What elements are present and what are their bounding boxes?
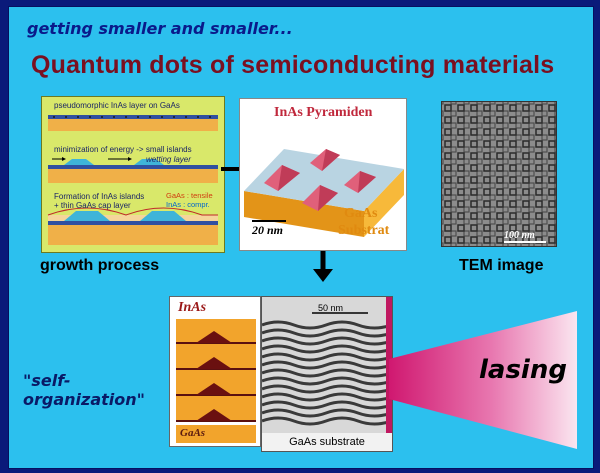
pyramid-title: InAs Pyramiden bbox=[274, 105, 373, 120]
growth-process-panel: pseudomorphic InAs layer on GaAs minimiz… bbox=[41, 96, 225, 253]
stacked-dots-panel: InAs GaAs bbox=[169, 296, 261, 447]
subtitle: getting smaller and smaller... bbox=[27, 19, 293, 38]
substrate-label: GaAs bbox=[344, 206, 378, 221]
lasing-label: lasing bbox=[479, 355, 567, 385]
tem-dots bbox=[442, 102, 556, 246]
tem-image: 100 nm bbox=[441, 101, 557, 247]
stacked-dots-illustration bbox=[176, 319, 256, 443]
page-title: Quantum dots of semiconducting materials bbox=[31, 51, 555, 79]
stack-gaas-label: GaAs bbox=[180, 427, 206, 439]
growth-illustration bbox=[47, 115, 218, 245]
self-organization-label: "self- organization" bbox=[23, 371, 145, 409]
laser-beam bbox=[389, 311, 577, 449]
growth-step1-label: pseudomorphic InAs layer on GaAs bbox=[54, 101, 180, 110]
cross-section-scale-label: 50 nm bbox=[318, 303, 344, 313]
cross-section-image: 50 nm GaAs substrate bbox=[261, 296, 393, 452]
growth-step3b-label: + thin GaAs cap layer bbox=[54, 201, 131, 210]
growth-process-caption: growth process bbox=[40, 257, 160, 274]
compression-label: InAs : compr. bbox=[166, 200, 210, 209]
growth-step2-label: minimization of energy -> small islands bbox=[54, 145, 192, 154]
wetting-layer-label: wetting layer bbox=[146, 155, 191, 164]
arrow-down-icon bbox=[313, 249, 333, 282]
slide: getting smaller and smaller... Quantum d… bbox=[8, 6, 594, 469]
tem-scale-label: 100 nm bbox=[504, 230, 535, 241]
growth-step3a-label: Formation of InAs islands bbox=[54, 192, 145, 201]
tensile-label: GaAs : tensile bbox=[166, 191, 213, 200]
stack-inas-label: InAs bbox=[178, 300, 207, 315]
cross-section-caption: GaAs substrate bbox=[262, 433, 392, 451]
cross-section-stripes bbox=[262, 297, 392, 433]
pyramid-panel: InAs Pyramiden GaAs Substrat 20 nm bbox=[239, 98, 407, 251]
substrate-label-2: Substrat bbox=[338, 223, 390, 238]
pyramid-illustration bbox=[244, 149, 404, 237]
tem-caption: TEM image bbox=[459, 257, 544, 274]
pyramid-scale-label: 20 nm bbox=[252, 223, 284, 237]
